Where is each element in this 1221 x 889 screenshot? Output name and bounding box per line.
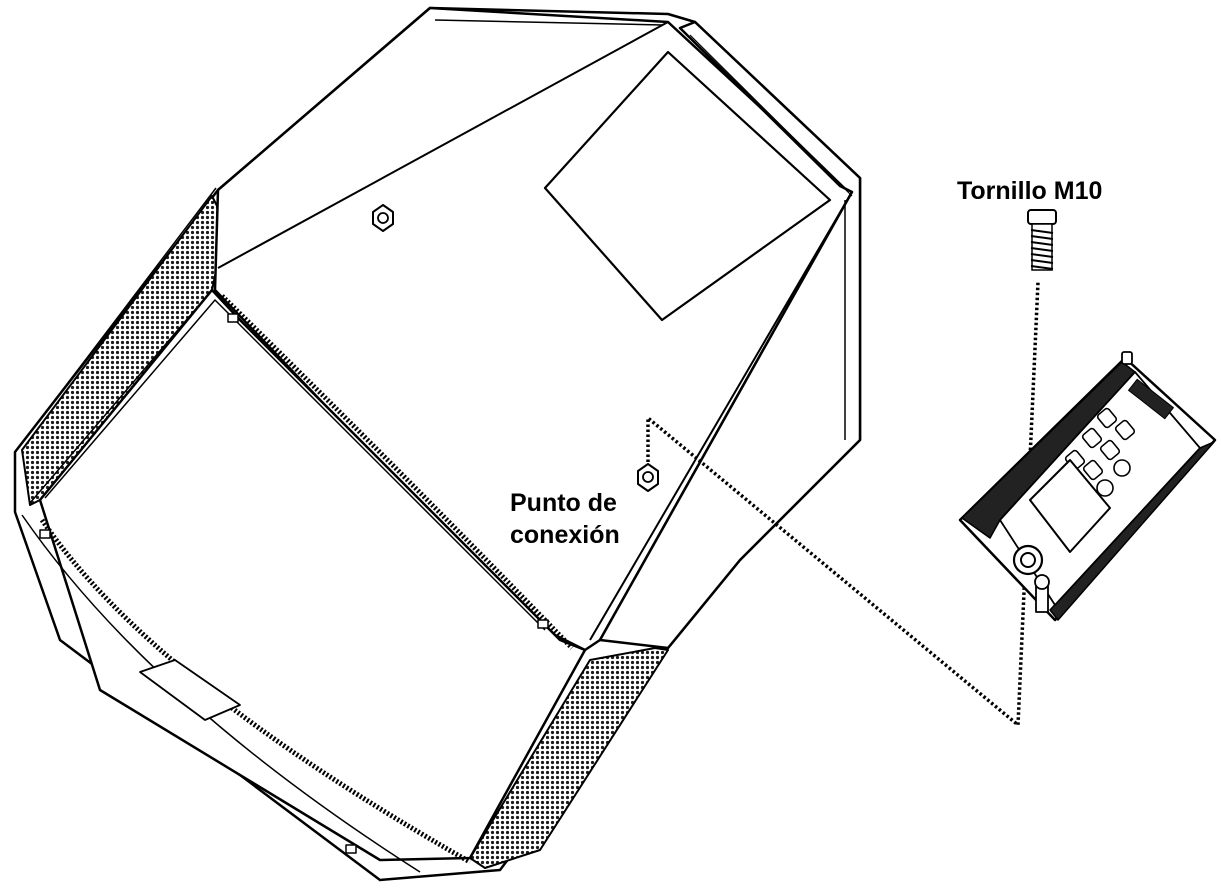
mounting-nut-icon <box>372 204 394 232</box>
speaker-enclosure-icon <box>13 6 862 882</box>
connection-point-label-line1: Punto de <box>510 489 617 517</box>
connection-point-label-line2: conexión <box>510 521 620 549</box>
control-module-icon <box>958 351 1217 622</box>
bottom-grille <box>469 647 669 869</box>
connection-nut-icon <box>637 463 659 492</box>
right-side-panel <box>598 20 862 650</box>
screw-label: Tornillo M10 <box>957 177 1103 205</box>
top-window <box>543 50 832 322</box>
front-emblem <box>139 659 241 721</box>
module-display <box>1029 459 1111 553</box>
front-baffle <box>38 288 587 862</box>
screw-icon <box>1027 209 1057 271</box>
